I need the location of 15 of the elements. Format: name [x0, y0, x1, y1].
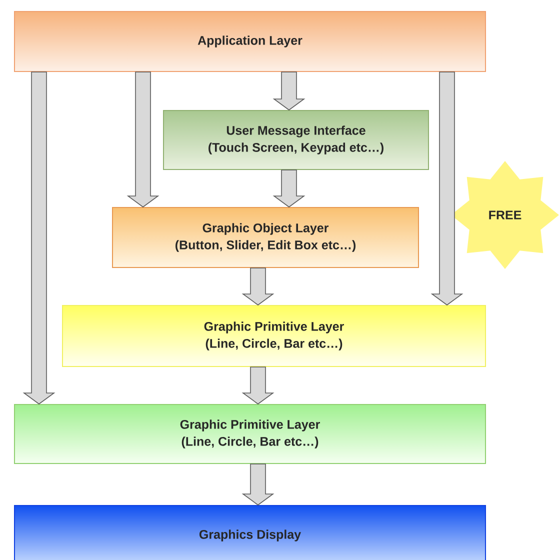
display-box: Graphics Display: [14, 505, 486, 560]
block-arrow: [242, 268, 274, 306]
layer-box: User Message Interface (Touch Screen, Keypad etc…): [163, 110, 429, 170]
layer-box: Graphic Primitive Layer (Line, Circle, Bar etc…): [14, 404, 486, 464]
block-arrow: [272, 72, 306, 110]
block-arrow: [22, 72, 56, 404]
star-badge: FREE: [451, 161, 559, 269]
block-arrow: [242, 366, 274, 404]
layer-box: Graphic Primitive Layer (Line, Circle, Bar etc…): [62, 305, 486, 367]
block-arrow: [430, 72, 464, 306]
block-arrow: [272, 170, 306, 208]
block-arrow: [242, 464, 274, 506]
layer-box: Application Layer: [14, 11, 486, 72]
layer-box: Graphic Object Layer (Button, Slider, Edit Box etc…): [112, 207, 419, 268]
block-arrow: [126, 72, 160, 208]
